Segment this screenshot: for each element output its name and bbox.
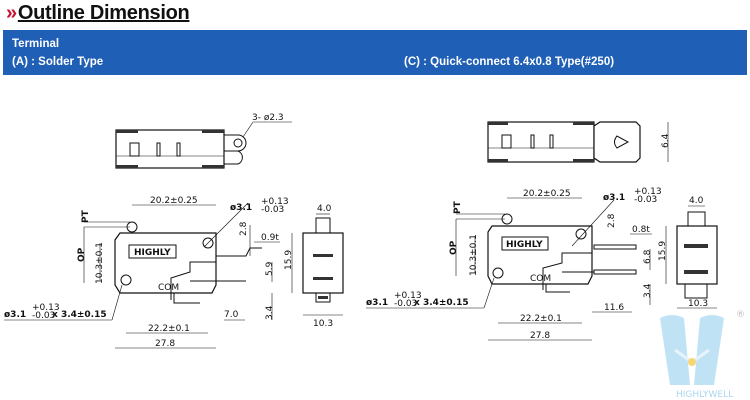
hole-note: 3- ø2.3 <box>252 113 284 123</box>
right-dim-3-4: 3.4 <box>643 283 653 298</box>
com-label: COM <box>158 283 179 293</box>
right-dim-20-2: 20.2±0.25 <box>523 189 571 199</box>
dim-27-8: 27.8 <box>155 339 175 349</box>
type-a-label: (A) : Solder Type <box>12 56 104 68</box>
dim-5-9: 5.9 <box>265 261 275 276</box>
right-dim-hole: ø3.1 <box>603 193 625 203</box>
right-op-label: OP <box>449 240 459 255</box>
tol-down: -0.03 <box>261 205 284 215</box>
side-dim-10-3: 10.3 <box>313 319 333 329</box>
type-c-label: (C) : Quick-connect 6.4x0.8 Type(#250) <box>404 56 615 68</box>
brand-label: HIGHLY <box>134 248 171 258</box>
dim-20-2: 20.2±0.25 <box>150 196 198 206</box>
terminal-band: Terminal (A) : Solder Type (C) : Quick-c… <box>3 30 747 75</box>
right-side-dim-10-3: 10.3 <box>688 299 708 309</box>
terminal-heading: Terminal <box>12 38 60 50</box>
right-front-view: HIGHLY COM 20.2±0.25 PT OP 10.3±0.1 ø3.1… <box>366 187 668 341</box>
right-brand-label: HIGHLY <box>506 240 543 250</box>
mount-tol-up: +0.13 <box>32 303 60 313</box>
mount-tol-down: -0.03 <box>32 311 55 321</box>
op-label: OP <box>77 247 87 262</box>
mount-hole: ø3.1 <box>4 310 26 320</box>
right-mount-hole: ø3.1 <box>366 298 388 308</box>
dim-hole: ø3.1 <box>230 203 252 213</box>
tol-up: +0.13 <box>261 197 289 207</box>
right-side-dim-4-0: 4.0 <box>689 196 704 206</box>
right-mount-len: x 3.4±0.15 <box>414 298 469 308</box>
dim-6-4: 6.4 <box>661 133 671 148</box>
highlywell-logo: HIGHLYWELL ® <box>660 310 745 400</box>
right-dim-6-8: 6.8 <box>643 249 653 264</box>
right-mount-tol-down: -0.03 <box>394 299 417 309</box>
right-dim-22-2: 22.2±0.1 <box>520 314 562 324</box>
left-top-view: 3- ø2.3 <box>115 113 292 169</box>
right-dim-10-3: 10.3±0.1 <box>469 234 479 276</box>
side-dim-4-0: 4.0 <box>317 204 332 214</box>
right-pt-label: PT <box>453 200 463 214</box>
right-dim-11-6: 11.6 <box>604 303 624 313</box>
right-dim-0-8t: 0.8t <box>632 225 650 235</box>
dim-10-3: 10.3±0.1 <box>95 242 105 284</box>
title-text: Outline Dimension <box>17 2 190 24</box>
logo-text: HIGHLYWELL <box>676 390 733 400</box>
mount-len: x 3.4±0.15 <box>52 310 107 320</box>
right-mount-tol-up: +0.13 <box>394 291 422 301</box>
left-side-view: 4.0 10.3 <box>302 204 344 329</box>
dim-3-4: 3.4 <box>265 305 275 320</box>
left-front-view: HIGHLY COM 20.2±0.25 PT OP 10.3±0.1 ø3.1… <box>4 196 294 349</box>
right-dim-27-8: 27.8 <box>530 331 550 341</box>
right-top-view: 6.4 <box>487 121 671 163</box>
right-tol-up: +0.13 <box>634 187 662 197</box>
dim-7-0: 7.0 <box>224 310 239 320</box>
registered-mark: ® <box>736 310 745 320</box>
pt-label: PT <box>81 209 91 223</box>
dim-15-9: 15.9 <box>284 250 294 270</box>
dim-2-8: 2.8 <box>239 221 249 236</box>
right-dim-15-9: 15.9 <box>658 241 668 261</box>
page-title: »Outline Dimension <box>6 2 190 25</box>
right-com-label: COM <box>530 274 551 284</box>
right-dim-2-8: 2.8 <box>607 213 617 228</box>
right-tol-down: -0.03 <box>634 195 657 205</box>
chevron-icon: » <box>6 2 17 24</box>
dim-0-9t: 0.9t <box>261 233 279 243</box>
right-side-view: 4.0 10.3 <box>676 196 718 309</box>
dim-22-2: 22.2±0.1 <box>148 324 190 334</box>
